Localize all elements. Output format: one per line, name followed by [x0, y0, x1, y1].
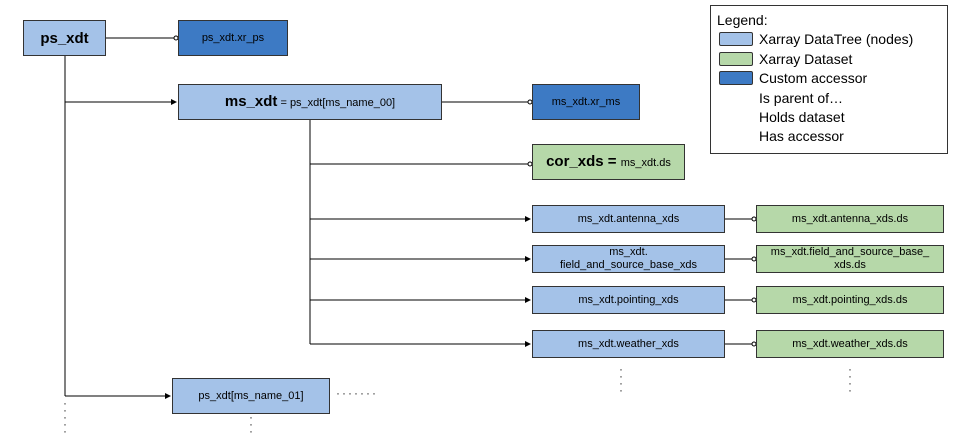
node-field-xds-ds-line2: xds.ds	[834, 259, 866, 271]
node-antenna-xds-ds-label: ms_xdt.antenna_xds.ds	[791, 212, 909, 225]
continuation-dots-ms-name-01: ···	[249, 410, 253, 438]
node-cor-xds: cor_xds = ms_xdt.ds	[532, 144, 685, 180]
node-field-xds-line2: field_and_source_base_xds	[560, 259, 697, 271]
node-cor-xds-eq: =	[603, 152, 621, 170]
node-ps-xdt-ms-name-01-label: ps_xdt[ms_name_01]	[198, 389, 304, 402]
continuation-dots-sub-nodes: ····	[619, 362, 623, 397]
legend-label-parent: Is parent of…	[759, 90, 844, 106]
node-pointing-xds-ds: ms_xdt.pointing_xds.ds	[756, 286, 944, 314]
node-antenna-xds-label: ms_xdt.antenna_xds	[577, 212, 680, 225]
continuation-dots-horizontal: ·······	[336, 386, 378, 400]
node-ms-xdt-expr: = ps_xdt[ms_name_00]	[277, 96, 396, 109]
node-field-xds: ms_xdt. field_and_source_base_xds	[532, 245, 725, 273]
legend-title: Legend:	[717, 12, 768, 28]
node-field-xds-ds: ms_xdt.field_and_source_base_ xds.ds	[756, 245, 944, 273]
legend-label-datatree: Xarray DataTree (nodes)	[759, 31, 914, 47]
node-ps-xdt-xr-ps-label: ps_xdt.xr_ps	[201, 31, 265, 44]
node-pointing-xds-ds-label: ms_xdt.pointing_xds.ds	[792, 293, 908, 306]
legend: Legend: Xarray DataTree (nodes) Xarray D…	[710, 5, 948, 154]
node-field-xds-line1: ms_xdt.	[609, 246, 648, 258]
legend-label-accessor: Custom accessor	[759, 70, 868, 86]
node-antenna-xds-ds: ms_xdt.antenna_xds.ds	[756, 205, 944, 233]
continuation-dots-datasets: ····	[848, 362, 852, 397]
legend-label-dataset: Xarray Dataset	[759, 51, 853, 67]
node-ps-xdt: ps_xdt	[23, 20, 106, 56]
node-weather-xds-ds-label: ms_xdt.weather_xds.ds	[792, 337, 908, 350]
node-ps-xdt-xr-ps: ps_xdt.xr_ps	[178, 20, 288, 56]
legend-swatch-datatree	[719, 32, 753, 46]
node-field-xds-ds-line1: ms_xdt.field_and_source_base_	[770, 246, 930, 258]
node-cor-xds-name: cor_xds	[546, 152, 604, 170]
node-ms-xdt: ms_xdt = ps_xdt[ms_name_00]	[178, 84, 442, 120]
node-pointing-xds-label: ms_xdt.pointing_xds	[578, 293, 679, 306]
node-ms-xdt-xr-ms: ms_xdt.xr_ms	[532, 84, 640, 120]
node-weather-xds-label: ms_xdt.weather_xds	[578, 337, 679, 350]
node-ms-xdt-name: ms_xdt	[224, 92, 278, 110]
node-weather-xds-ds: ms_xdt.weather_xds.ds	[756, 330, 944, 358]
node-antenna-xds: ms_xdt.antenna_xds	[532, 205, 725, 233]
node-weather-xds: ms_xdt.weather_xds	[532, 330, 725, 358]
node-pointing-xds: ms_xdt.pointing_xds	[532, 286, 725, 314]
legend-swatch-accessor	[719, 71, 753, 85]
node-ps-xdt-ms-name-01: ps_xdt[ms_name_01]	[172, 378, 330, 414]
node-cor-xds-expr: ms_xdt.ds	[620, 156, 671, 169]
legend-label-has-accessor: Has accessor	[759, 128, 844, 144]
node-ps-xdt-label: ps_xdt	[40, 29, 89, 47]
continuation-dots-trunk: ·····	[63, 396, 67, 438]
legend-label-holds: Holds dataset	[759, 109, 845, 125]
node-ms-xdt-xr-ms-label: ms_xdt.xr_ms	[551, 95, 621, 108]
legend-swatch-dataset	[719, 52, 753, 66]
